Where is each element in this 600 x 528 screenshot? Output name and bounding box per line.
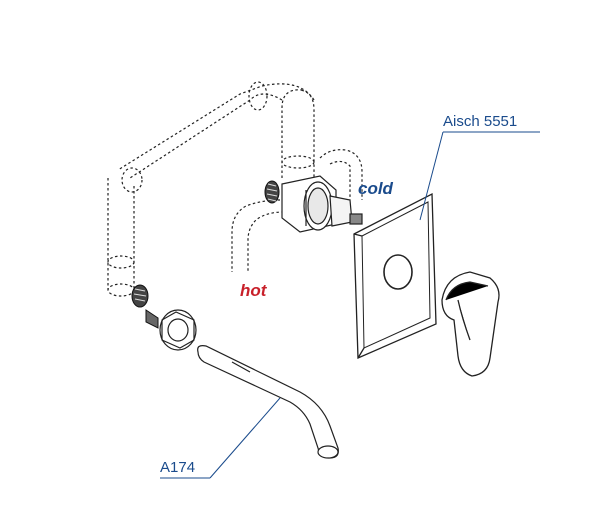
- spout: [197, 345, 339, 459]
- spout-model-label: A174: [160, 459, 195, 476]
- hot-label: hot: [240, 281, 268, 300]
- handle-lever: [441, 271, 500, 377]
- panel-callout: Aisch 5551: [419, 113, 540, 221]
- cover-plate: [353, 192, 437, 359]
- spout-nut: [159, 309, 197, 351]
- panel-model-label: Aisch 5551: [443, 113, 517, 130]
- cold-label: cold: [358, 179, 394, 198]
- mixer-thread-connector: [264, 180, 280, 204]
- spout-callout: A174: [160, 397, 281, 479]
- mixer-cartridge: [281, 175, 363, 233]
- spout-thread-connector: [131, 284, 159, 329]
